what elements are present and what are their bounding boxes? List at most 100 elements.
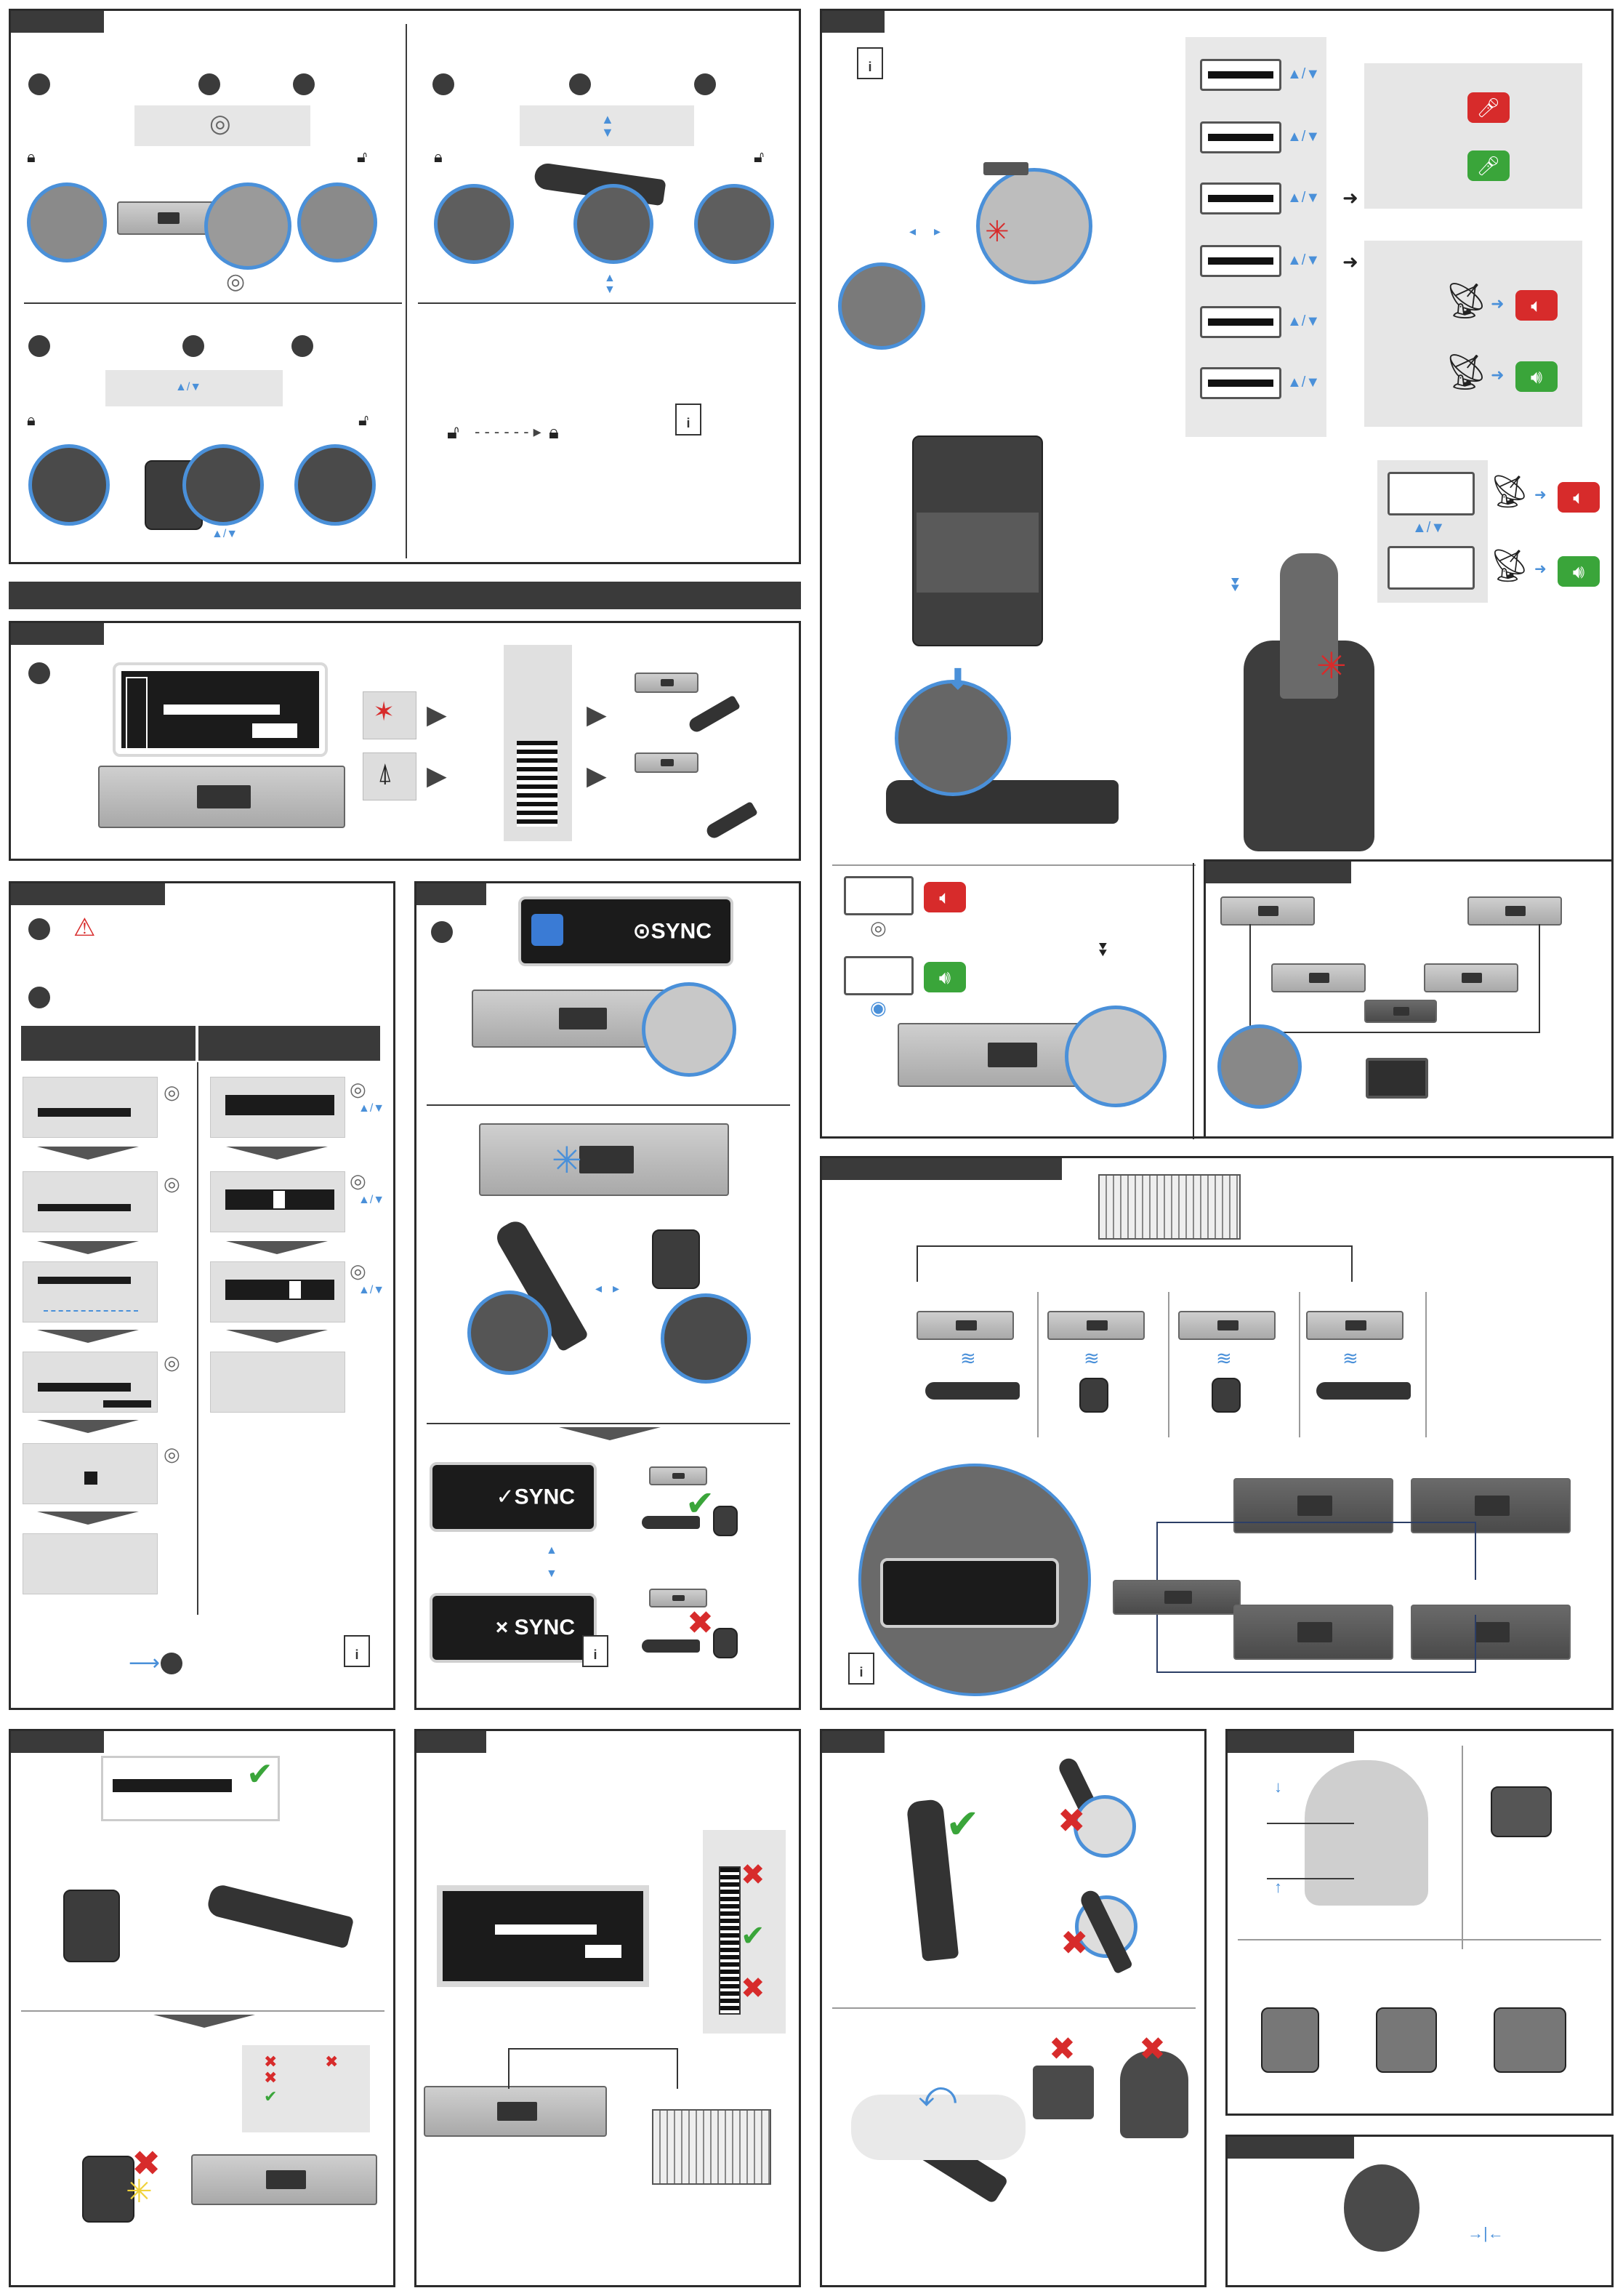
- capsule-2: [1120, 2051, 1188, 2138]
- panel-tab: [11, 883, 165, 905]
- infrared-icon: ✳: [985, 216, 1010, 248]
- up-down-arrows: ▲/▼: [358, 1194, 385, 1206]
- charger-display-2: [1388, 546, 1475, 590]
- handheld-small: [686, 694, 741, 735]
- menu-right-step-3: [210, 1261, 345, 1322]
- divider-horizontal: [832, 864, 1196, 866]
- panel-tab: [822, 1731, 885, 1753]
- option-single-channel: [363, 752, 416, 800]
- jog-dial-icon: ◎: [164, 1443, 180, 1465]
- level-meter-callout: [703, 1830, 786, 2034]
- jog-dial-icon: ◎: [226, 270, 246, 294]
- radio-waves-icon: ≋: [960, 1347, 976, 1369]
- check-icon: ✔: [946, 1801, 980, 1847]
- down-arrow: [226, 1241, 328, 1254]
- panel-tab: [1228, 2137, 1354, 2159]
- cross-icon: ✖: [1049, 2031, 1076, 2067]
- speaker-active-icon: 🔊︎: [924, 962, 966, 992]
- cross-icon: ✖✖: [264, 2052, 278, 2087]
- zoom-bodypack-top: [976, 168, 1092, 284]
- cross-icon: ✖: [325, 2052, 339, 2071]
- receiver-mute-display-1: [844, 876, 914, 915]
- rack-receiver-small: [635, 752, 698, 773]
- cross-icon: ✖: [1058, 1802, 1086, 1839]
- info-icon: [675, 404, 701, 435]
- menu-item-1: [1200, 59, 1281, 91]
- jog-dial-icon: ◎: [209, 110, 231, 137]
- antenna-off-icon: 📡︎: [1444, 282, 1489, 321]
- antenna-on-icon: 📡︎: [1444, 353, 1489, 392]
- step-number-1: [431, 921, 453, 943]
- step-number-1: [28, 918, 50, 940]
- rack-receiver-3: [1271, 963, 1366, 992]
- arrow-right: ➜: [1534, 487, 1547, 503]
- sync-success-display: ✓SYNC: [430, 1462, 597, 1532]
- left-right-arrows: ◂ ▸: [909, 224, 941, 238]
- callout-label-bar: [983, 162, 1028, 175]
- bodypack-small: [713, 1506, 738, 1536]
- jog-dial-icon: ◎: [164, 1173, 180, 1195]
- level-callout: [242, 2045, 370, 2132]
- panel-lock-mode: ◎ 🔒︎ 🔓︎ ◎ ▲▼ 🔒︎ 🔓︎ ▲▼ ▲/▼ 🔒︎ 🔓︎ ▲/▼ 🔓︎ -…: [9, 9, 801, 564]
- divider-vertical: [1299, 1292, 1300, 1437]
- mic-muted-icon: 🎤︎: [1467, 92, 1510, 123]
- panel-menu-navigation: ⚠ ◎ ◎ ◎ ◎ ◎ ▲/▼ ◎ ▲/▼ ◎ ▲/▼ ⟶: [9, 881, 395, 1710]
- step-number-1: [28, 662, 50, 684]
- battery-compartment: [917, 513, 1039, 593]
- person-illustration: [1305, 1760, 1428, 1906]
- distance-line: [1267, 1823, 1354, 1824]
- jog-dial-icon: ◎: [164, 1081, 180, 1103]
- handheld-image: [205, 1882, 355, 1949]
- check-icon: ✔: [246, 1757, 273, 1792]
- menu-item-3: [1200, 182, 1281, 214]
- panel-tab: [822, 1158, 1062, 1180]
- step-number-2: [182, 335, 204, 357]
- up-down-arrows: ▲/▼: [1287, 190, 1321, 206]
- zoom-ethernet-port: [1217, 1024, 1302, 1109]
- speaker-muted-icon: 🔈︎: [1558, 482, 1600, 513]
- panel-audio-level: ✖ ✔ ✖: [414, 1729, 801, 2287]
- panel-lavalier-position: ↓ ↑: [1225, 1729, 1614, 2116]
- menu-step-3: [23, 1261, 158, 1322]
- lock-icon: 🔒︎: [434, 148, 443, 166]
- check-icon: ✔: [264, 2087, 278, 2106]
- up-down-arrows: ▲/▼: [1287, 252, 1321, 268]
- network-switch: [1364, 1000, 1437, 1023]
- jog-dial-icon: ◎: [350, 1260, 366, 1282]
- down-arrow: [559, 1427, 661, 1440]
- panel-tab: [11, 11, 104, 33]
- warning-icon: ⚠: [73, 914, 96, 942]
- infrared-sync-icon: ✳: [552, 1140, 582, 1181]
- jog-dial-icon: ◎: [870, 917, 887, 939]
- menu-step-2: [23, 1171, 158, 1232]
- distance-arrow-down: ↓: [1274, 1778, 1282, 1796]
- zoom-jog-dial-center: [204, 182, 291, 270]
- jog-dial-icon: ◉: [870, 997, 887, 1019]
- panel-frequency-setup: ✶ ▶ ⍋ ▶ ▶ ▶: [9, 621, 801, 861]
- jog-dial-icon: ◎: [350, 1078, 366, 1100]
- receiver-display: [880, 1558, 1059, 1628]
- dotted-arrow: - - - - - - ▸: [475, 422, 541, 441]
- menu-item-2: [1200, 121, 1281, 153]
- up-down-arrows: ▲/▼: [1412, 520, 1446, 536]
- rack-receiver-1: [1220, 896, 1315, 926]
- panel-tab: [1228, 1731, 1354, 1753]
- rack-receiver-dark-2: [1411, 1478, 1571, 1533]
- down-arrow: [37, 1512, 139, 1525]
- info-icon: [582, 1635, 608, 1667]
- zoom-bodypack-ir: [661, 1293, 751, 1384]
- down-arrow: [153, 2015, 255, 2028]
- step-number-2: [569, 73, 591, 95]
- arrow-right: ➜: [1491, 294, 1505, 313]
- column-header-right: [198, 1026, 380, 1061]
- rack-receiver-small: [649, 1466, 707, 1485]
- divider-vertical: [1037, 1292, 1039, 1437]
- single-antenna-icon: ⍋: [377, 758, 393, 787]
- panel-sync: ⊙SYNC ✳ ◂ ▸ ✓SYNC ✔ ▲▼ × SYNC ✖: [414, 881, 801, 1710]
- column-divider: [197, 1062, 198, 1615]
- mixing-console-icon: [1098, 1174, 1241, 1240]
- divider-vertical: [406, 24, 407, 558]
- arrow-right: ➜: [1342, 251, 1358, 273]
- menu-right-step-4: [210, 1352, 345, 1413]
- press-down-arrow: ⏬︎: [1232, 574, 1242, 595]
